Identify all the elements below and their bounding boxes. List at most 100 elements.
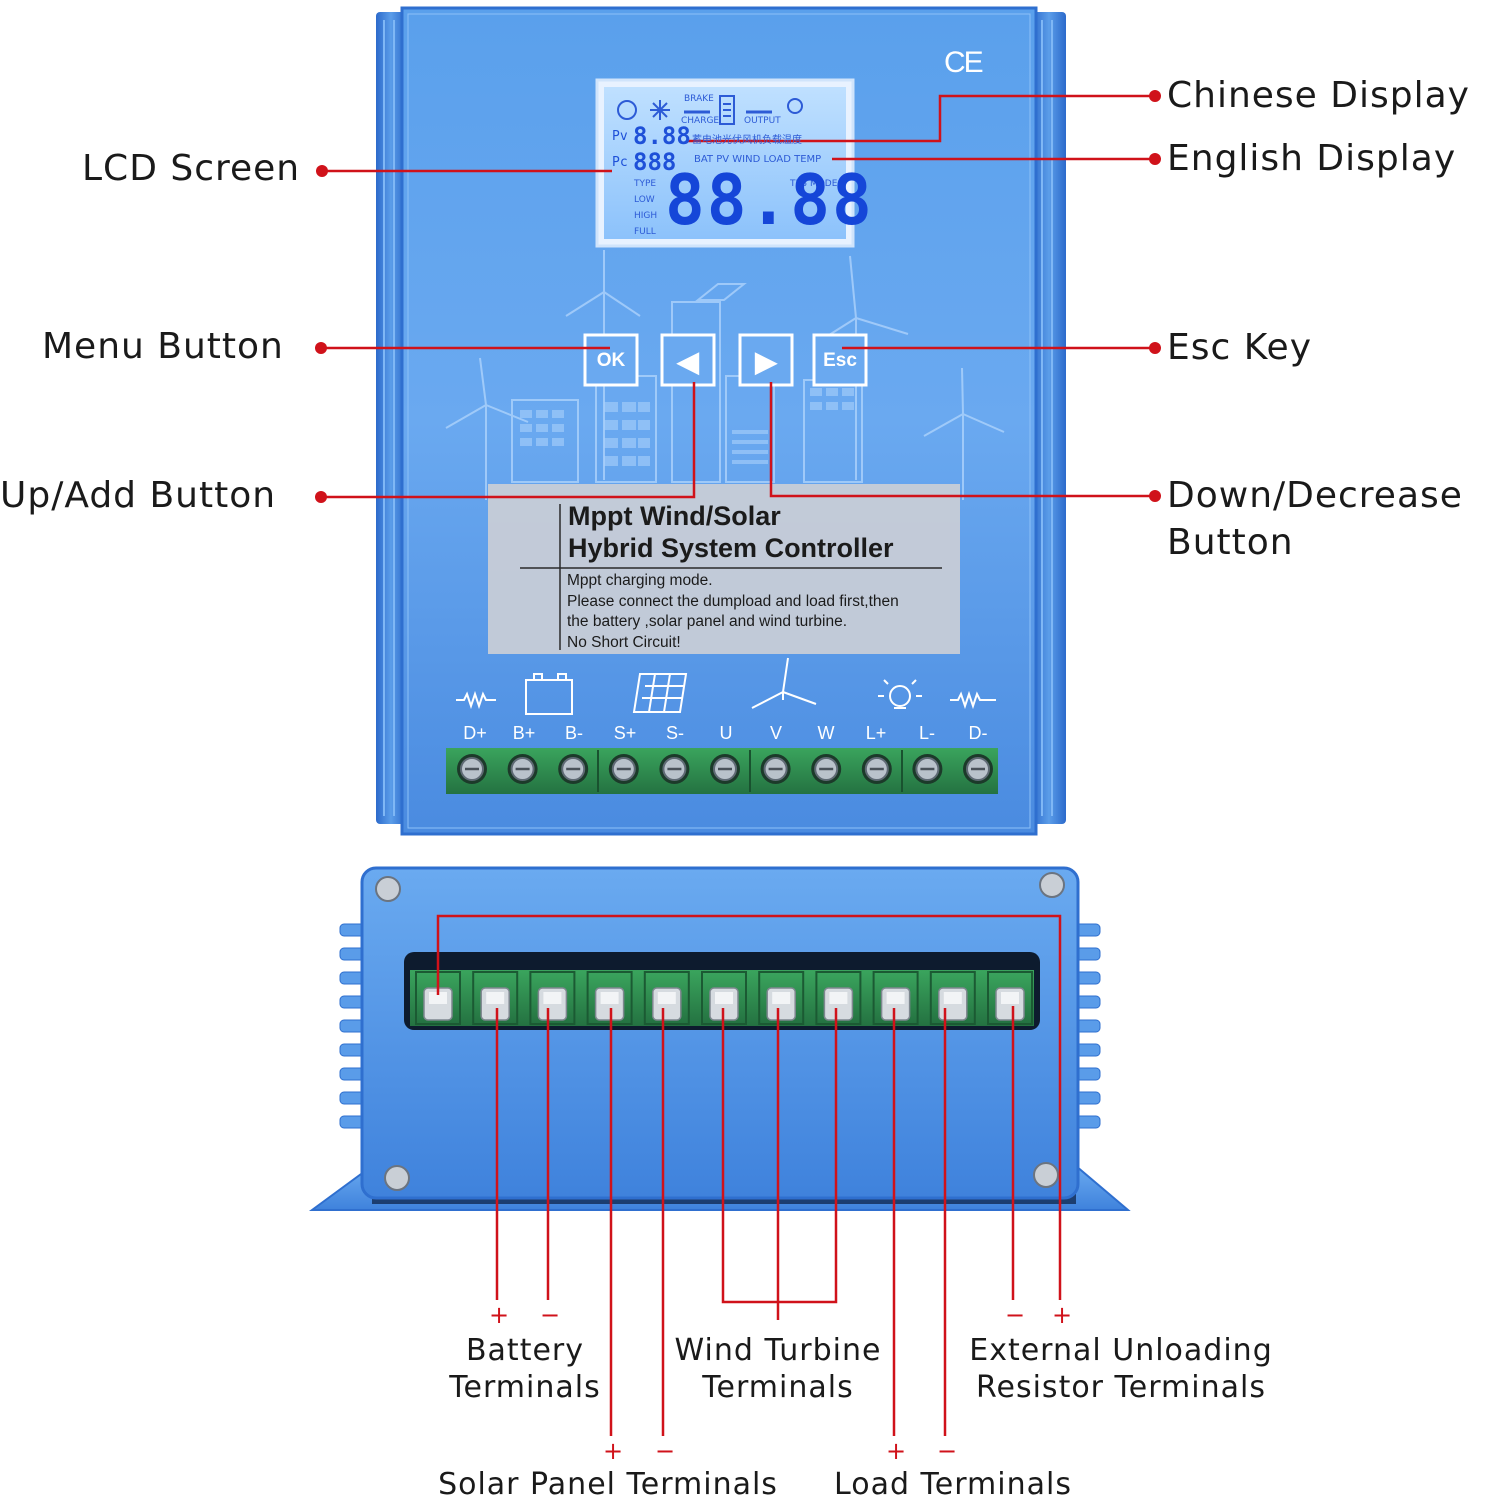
panel-note: Please connect the dumpload and load fir… [567,592,899,610]
corner-screws [375,872,1065,1191]
lcd-pc-digits: 888 [633,148,677,176]
lcd-label-charge: CHARGE [681,116,720,126]
external-terminals-line2: Resistor Terminals [976,1370,1266,1405]
terminal-screw [659,754,690,784]
esc-key-callout: Esc Key [1167,327,1313,368]
lcd-side-full: FULL [634,227,656,237]
up-add-button-callout: Up/Add Button [0,475,277,516]
panel-title: Mppt Wind/Solar Hybrid System Controller [568,500,958,564]
panel-note: Mppt charging mode. [567,572,713,589]
dump-resistor-icon [950,690,996,710]
lcd-main-digits: 88.88 [665,160,874,241]
callout-leader-lines [321,94,1155,1436]
lcd-screen [595,78,855,248]
down-decrease-button-callout-line2: Button [1167,522,1294,563]
terminal-screw [811,754,842,784]
side-terminal [929,971,976,1025]
terminal-label-l-plus: L+ [865,723,887,743]
external-unloading-resistor-terminals-label: External Unloading Resistor Terminals [966,1332,1276,1406]
terminal-screw [558,754,589,784]
lcd-label-output: OUTPUT [744,116,781,126]
lcd-pc-label: Pc [612,155,628,170]
terminal-label-b-minus: B- [565,723,583,743]
terminal-label-u: U [719,723,733,743]
panel-note: the battery ,solar panel and wind turbin… [567,613,848,630]
right-arrow-button[interactable]: ▶ [755,346,777,377]
solar-plus-sign: + [603,1437,624,1465]
left-arrow-button[interactable]: ◀ [677,346,699,377]
english-display-callout: English Display [1167,138,1457,179]
wind-icon [650,100,670,120]
side-terminal [987,971,1033,1025]
down-decrease-button-callout-line1: Down/Decrease [1167,475,1463,516]
terminal-screw [710,754,740,784]
menu-button-callout: Menu Button [42,326,284,367]
wind-terminals-line2: Terminals [702,1370,854,1405]
lcd-side-low: LOW [634,195,655,205]
terminal-label-s-minus: S- [666,723,684,743]
external-minus-sign: − [1005,1301,1026,1329]
panel-title-line1: Mppt Wind/Solar [568,501,781,531]
terminal-side-view [308,866,1131,1211]
terminal-label-w: W [817,723,835,743]
info-panel [488,484,960,654]
load-minus-sign: − [937,1437,958,1465]
battery-plus-sign: + [489,1301,510,1329]
load-terminals-label: Load Terminals [834,1467,1072,1502]
keypad [583,333,868,387]
terminal-screw [457,754,487,784]
external-terminals-line1: External Unloading [969,1333,1273,1368]
side-terminal [586,971,633,1025]
battery-terminals-line2: Terminals [449,1370,601,1405]
side-terminal [643,971,690,1025]
side-terminal [872,971,919,1025]
battery-icon [525,679,573,715]
side-terminal [529,971,576,1025]
solar-minus-sign: − [655,1437,676,1465]
lcd-pv-label: Pv [612,129,628,144]
terminal-label-b-plus: B+ [512,723,536,743]
dump-resistor-icon [456,690,496,710]
external-plus-sign: + [1052,1301,1073,1329]
lcd-chinese-row: 蓄电池光伏风机负载温度 [692,135,802,146]
terminal-symbol-icons [456,657,996,715]
battery-minus-sign: − [540,1301,561,1329]
battery-level-icon [719,95,735,125]
panel-note: No Short Circuit! [567,633,681,651]
terminal-label-s-plus: S+ [613,723,637,743]
front-terminal-screws [457,754,993,784]
side-terminal [758,971,805,1025]
lcd-side-type: TYPE [634,179,657,189]
side-terminal [472,971,519,1025]
solar-panel-terminals-label: Solar Panel Terminals [438,1467,778,1502]
esc-button[interactable]: Esc [823,350,857,371]
panel-notes: Mppt charging mode. Please connect the d… [567,571,957,653]
callout-dots [315,90,1161,503]
terminal-screw [760,754,791,784]
wind-turbine-terminals-label: Wind Turbine Terminals [668,1332,888,1406]
wind-terminals-line1: Wind Turbine [674,1333,882,1368]
side-terminal [815,971,862,1025]
lcd-pv-digits: 8.88 [633,122,691,150]
lcd-side-high: HIGH [634,211,658,221]
terminal-label-l-minus: L- [918,723,935,743]
battery-terminals-label: Battery Terminals [440,1332,610,1406]
battery-terminals-line1: Battery [465,1333,585,1368]
lamp-icon [889,685,911,707]
load-plus-sign: + [886,1437,907,1465]
lcd-english-row: BAT PV WIND LOAD TEMP [694,154,822,165]
terminal-label-d-minus: D- [968,723,988,743]
ok-button[interactable]: OK [596,350,626,371]
terminal-screw [608,754,639,784]
panel-title-line2: Hybrid System Controller [568,533,894,563]
chinese-display-callout: Chinese Display [1167,75,1470,116]
terminal-screw [861,754,892,784]
solar-panel-icon [632,673,688,713]
sun-icon [617,100,637,120]
terminal-screw [912,754,943,784]
lcd-label-brake: BRAKE [684,94,714,104]
front-panel [376,6,1066,836]
terminal-label-d-plus: D+ [463,723,487,743]
